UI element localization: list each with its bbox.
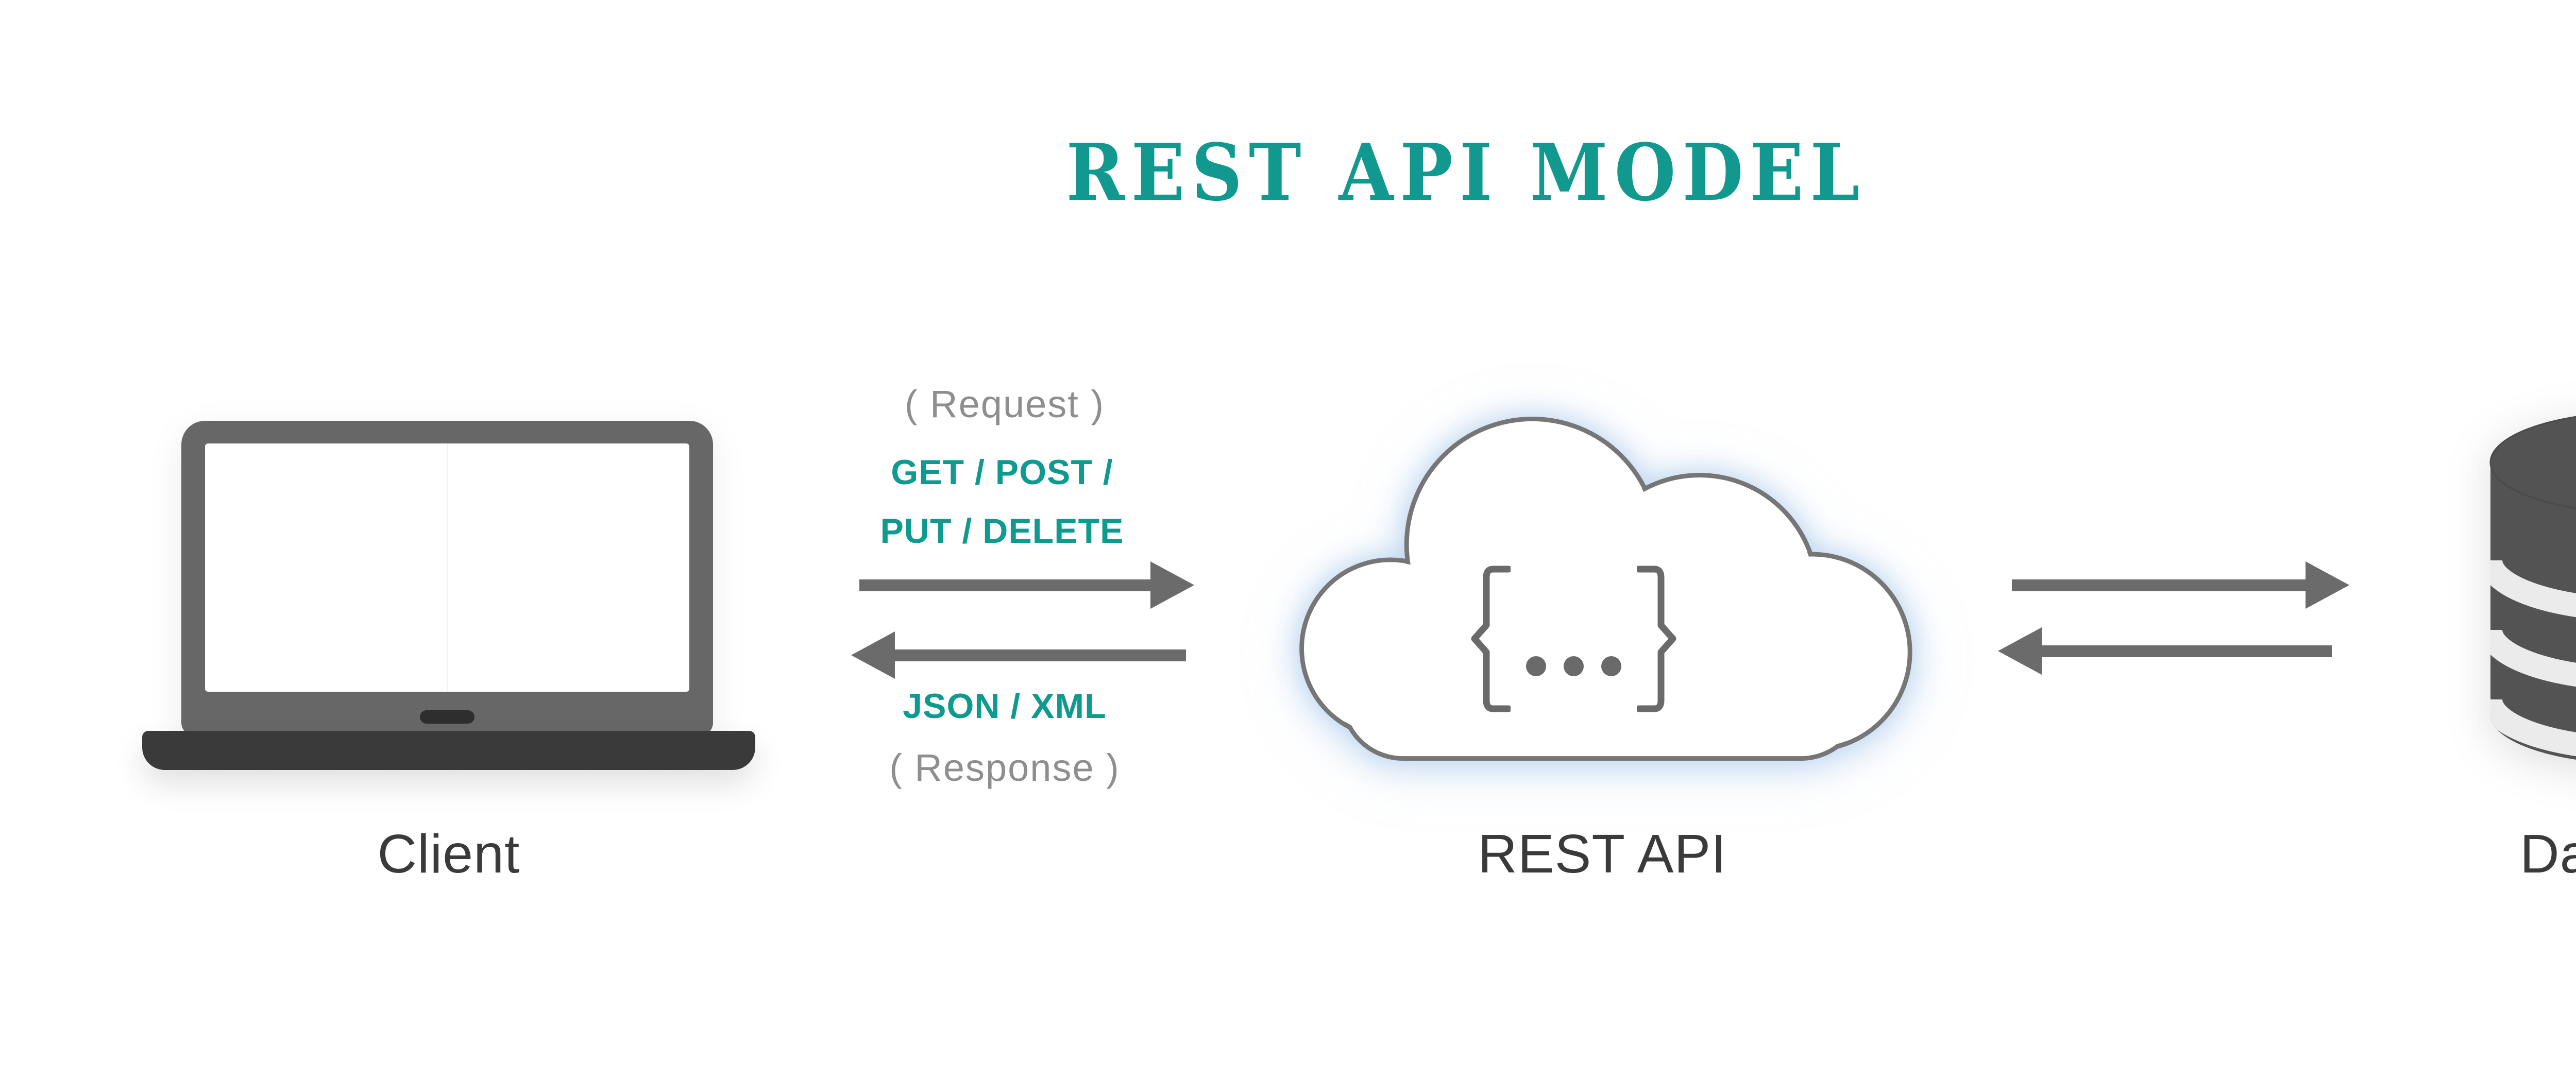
response-arrow-icon [851,630,1186,680]
page-title: REST API MODEL [1066,126,1867,218]
response-annotation: ( Response ) [889,746,1120,789]
rest-api-label: REST API [1478,824,1727,884]
request-methods-line2: PUT / DELETE [880,511,1124,551]
request-methods-line1: GET / POST / [891,453,1113,492]
laptop-screen-seam [447,443,448,692]
request-arrow-icon [859,560,1194,610]
laptop-bezel [181,421,713,736]
left-brace-icon [1471,566,1511,712]
api-to-db-arrow-icon [2012,560,2349,610]
laptop-base [142,731,755,770]
ellipsis-dot [1564,656,1584,676]
ellipsis-dot [1601,656,1621,676]
request-annotation: ( Request ) [904,383,1105,425]
database-icon [2489,416,2576,761]
database-label: Database [2520,824,2576,884]
ellipsis-dot [1526,656,1546,676]
cloud-icon [1299,416,1912,761]
db-to-api-arrow-icon [1998,626,2332,676]
ellipsis-dots [1526,656,1621,676]
client-label: Client [377,824,520,884]
laptop-icon [142,421,755,770]
braces-ellipsis-icon [1469,566,1686,712]
response-formats: JSON / XML [903,687,1107,726]
laptop-notch [420,710,474,724]
right-brace-icon [1637,566,1676,712]
laptop-screen [205,443,689,692]
